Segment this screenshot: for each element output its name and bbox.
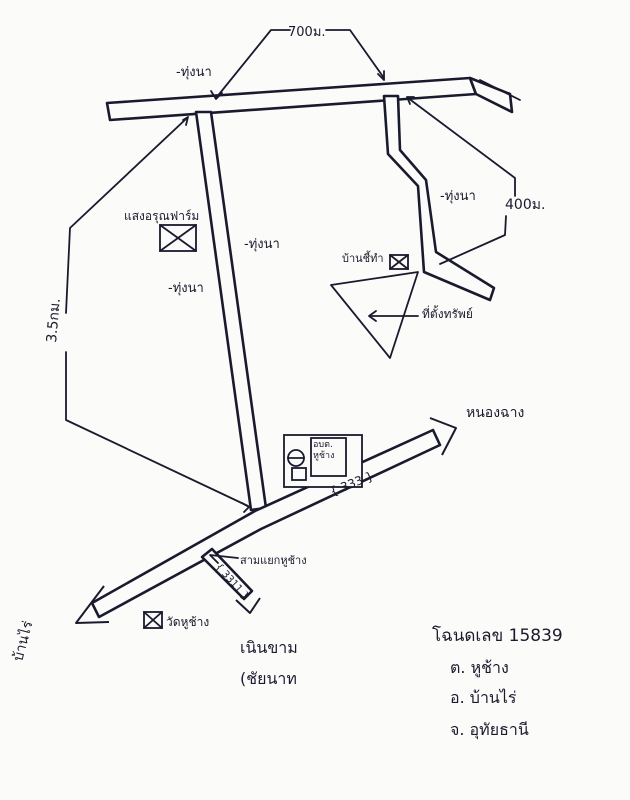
arrow-head-right (429, 417, 457, 456)
site-access-road (382, 94, 496, 302)
arrow-head-bottom (235, 597, 261, 614)
dimension-3-5km-tick-top (182, 116, 189, 126)
destination-left-label: บ้านไร่ (9, 619, 36, 663)
dimension-400-tick-upper (406, 96, 415, 105)
deed-number: โฉนดเลข 15839 (432, 626, 563, 646)
destination-right-label: หนองฉาง (466, 405, 524, 421)
deed-district: อ. บ้านไร่ (450, 688, 517, 707)
distance-left-label: 3.5กม. (44, 298, 64, 344)
paddy-left-label: -ทุ่งนา (168, 281, 204, 296)
distance-right-label: 400ม. (505, 197, 545, 213)
north-south-road (194, 110, 268, 512)
house-label: บ้านชี้ทำ (342, 250, 384, 265)
dimension-3-5km-upper (65, 117, 188, 314)
school-label: อบต. หูช้าง (313, 440, 335, 461)
deed-subdistrict: ต. หูช้าง (450, 658, 509, 677)
top-road (105, 76, 478, 122)
destination-bottom-line2: (ชัยนาท (240, 669, 297, 688)
dimension-400-lower (439, 215, 507, 265)
dimension-700-right (325, 29, 385, 79)
arrow-head-left (75, 585, 110, 624)
farm-label: แสงอรุณฟาร์ม (124, 209, 199, 224)
destination-bottom-line1: เนินขาม (240, 638, 298, 657)
dimension-700-left (215, 29, 291, 99)
paddy-top-label: -ทุ่งนา (176, 65, 212, 80)
distance-top-label: 700ม. (288, 25, 326, 40)
dimension-400-upper (407, 97, 516, 197)
deed-province: จ. อุทัยธานี (450, 720, 529, 739)
junction-pointer-line (209, 554, 239, 564)
paddy-right-label: -ทุ่งนา (440, 189, 476, 204)
top-right-road-a (468, 76, 514, 114)
paddy-center-label: -ทุ่งนา (244, 237, 280, 252)
dimension-3-5km-tick (241, 502, 250, 513)
school-building (310, 437, 347, 477)
dimension-3-5km-lower (65, 351, 249, 507)
site-label: ที่ตั้งทรัพย์ (422, 305, 473, 321)
dimension-700-tick-right (377, 70, 385, 81)
dimension-700-tick-left (210, 90, 223, 100)
property-site-outline (330, 271, 419, 359)
highway-333 (90, 428, 442, 619)
top-right-road-b (479, 79, 521, 101)
temple-label: วัดหูช้าง (166, 615, 209, 630)
site-pointer-arrow-head (368, 310, 377, 322)
junction-label: สามแยกหูช้าง (240, 554, 307, 567)
school-gate (291, 467, 307, 481)
road-3311 (200, 547, 254, 601)
